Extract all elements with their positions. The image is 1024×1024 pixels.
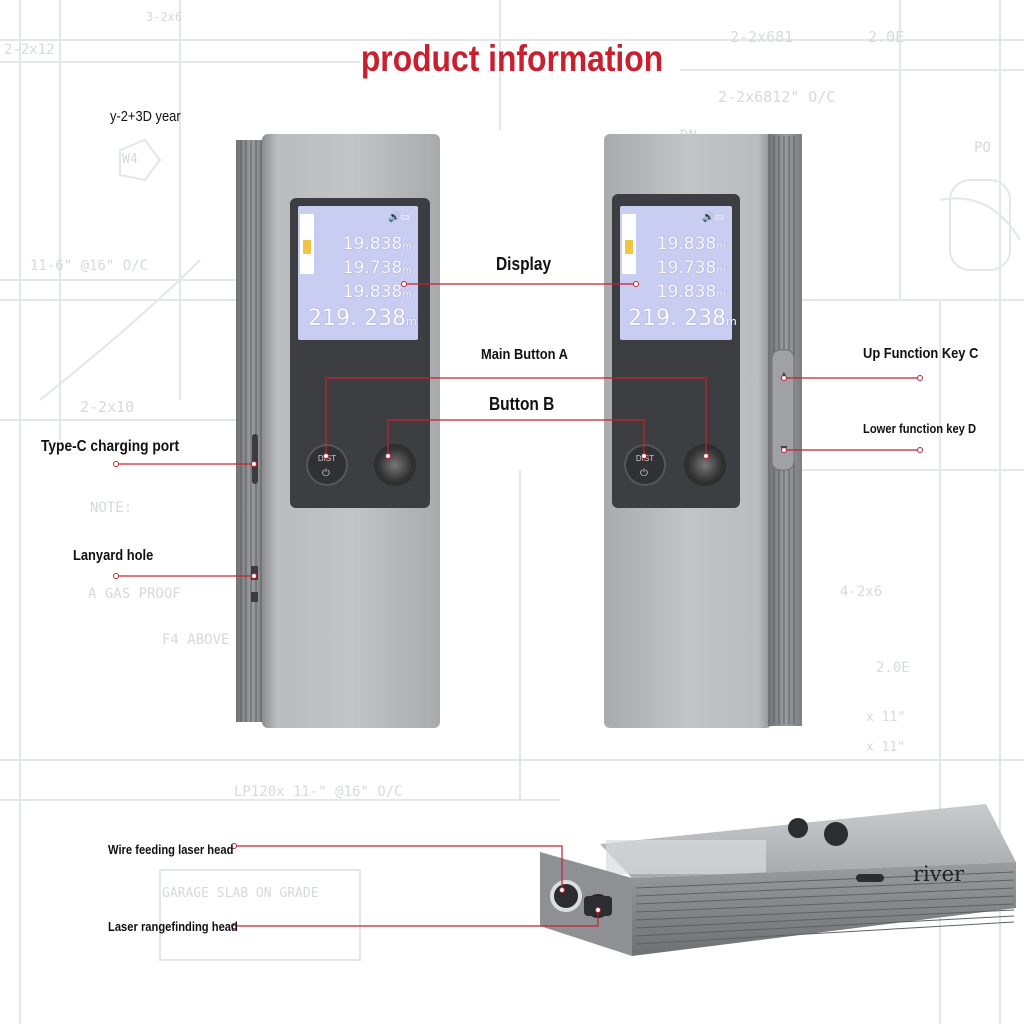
- up-key-label: Up Function Key C: [863, 345, 979, 362]
- reading-2: 19.738: [342, 258, 403, 278]
- reading-1: 19.838: [656, 234, 717, 254]
- main-button-a-label: Main Button A: [481, 346, 568, 363]
- knurled-button-right[interactable]: [684, 444, 726, 486]
- blueprint-text: x 11": [866, 710, 906, 725]
- lanyard-label: Lanyard hole: [73, 547, 154, 564]
- blueprint-text: 2-2x12: [4, 42, 55, 58]
- blueprint-text: PO: [974, 140, 991, 156]
- dist-button-right[interactable]: DIST ⏻: [624, 444, 666, 486]
- reading-2: 19.738: [656, 258, 717, 278]
- type-c-label: Type-C charging port: [41, 438, 180, 455]
- blueprint-text: 2-2x681: [730, 28, 794, 46]
- page-title: product information: [360, 38, 664, 79]
- blueprint-text: GARAGE SLAB ON GRADE: [162, 886, 319, 901]
- blueprint-text: A GAS PROOF: [88, 586, 181, 602]
- blueprint-text: 11-6" @16" O/C: [30, 258, 149, 274]
- laser-range-label: Laser rangefinding head: [108, 919, 238, 934]
- blueprint-text: 2.0E: [868, 28, 905, 46]
- blueprint-text: 2.0E: [876, 660, 910, 676]
- display-label: Display: [496, 254, 552, 274]
- display-screen-left: 🔊▭ 19.838m 19.738m 19.838m 219. 238m: [298, 206, 418, 340]
- brand-logo-text: river: [913, 862, 965, 886]
- year-label: y-2+3D year: [110, 108, 181, 125]
- sound-battery-icon: 🔊▭: [388, 212, 410, 223]
- device-side-view: [540, 804, 1016, 956]
- blueprint-text: LP120x 11-" @16" O/C: [234, 784, 403, 800]
- blueprint-text: W4: [122, 152, 138, 167]
- button-b-label: Button B: [489, 394, 555, 414]
- reading-1: 19.838: [342, 234, 403, 254]
- blueprint-text: NOTE:: [90, 500, 133, 516]
- lower-key-label: Lower function key D: [863, 421, 977, 436]
- reading-3: 19.838: [656, 282, 717, 302]
- blueprint-text: 4-2x6: [840, 584, 883, 600]
- blueprint-text: 2-2x6812" O/C: [718, 88, 836, 106]
- power-icon: ⏻: [322, 468, 330, 479]
- blueprint-text: 3-2x6: [146, 10, 183, 24]
- main-reading: 219. 238: [628, 306, 726, 331]
- knurled-button-left[interactable]: [374, 444, 416, 486]
- wire-laser-label: Wire feeding laser head: [108, 842, 234, 857]
- reading-3: 19.838: [342, 282, 403, 302]
- display-screen-right: 🔊▭ 19.838m 19.738m 19.838m 219. 238m: [620, 206, 737, 340]
- blueprint-text: x 11": [866, 740, 906, 755]
- power-icon: ⏻: [640, 468, 648, 479]
- sound-battery-icon: 🔊▭: [702, 212, 724, 223]
- blueprint-text: 2-2x10: [80, 398, 135, 416]
- blueprint-text: F4 ABOVE: [162, 632, 230, 648]
- main-reading: 219. 238: [308, 306, 406, 331]
